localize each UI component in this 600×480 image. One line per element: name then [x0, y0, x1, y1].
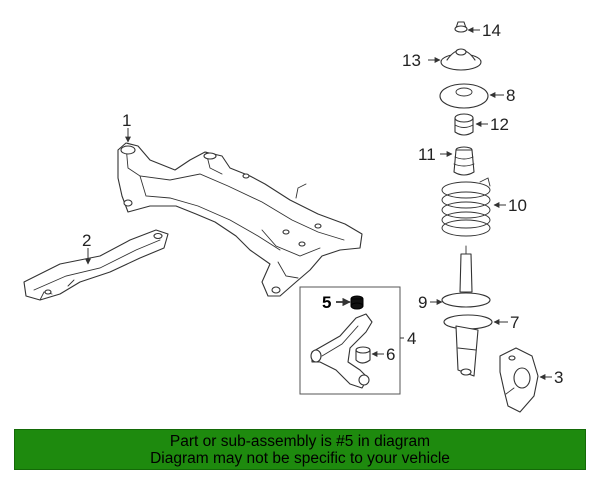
banner-line-1: Part or sub-assembly is #5 in diagram: [169, 433, 431, 450]
callout-1[interactable]: 1: [122, 111, 131, 130]
knuckle-part-3[interactable]: [499, 347, 539, 413]
callout-4[interactable]: 4: [407, 329, 416, 348]
callout-2[interactable]: 2: [82, 231, 91, 250]
callout-9[interactable]: 9: [418, 293, 427, 312]
coil-spring-part-10[interactable]: [441, 177, 491, 237]
bushing-part-5[interactable]: [350, 295, 364, 310]
callout-10[interactable]: 10: [508, 196, 527, 215]
callout-8[interactable]: 8: [506, 86, 515, 105]
bushing-part-6[interactable]: [355, 346, 371, 364]
dust-boot-part-11[interactable]: [453, 146, 475, 176]
spring-seat-part-8[interactable]: [439, 83, 489, 109]
strut-mount-part-13[interactable]: [440, 48, 482, 71]
nut-part-14[interactable]: [454, 21, 468, 33]
bracket-part[interactable]: [23, 229, 169, 301]
callout-13[interactable]: 13: [402, 51, 421, 70]
info-banner: Part or sub-assembly is #5 in diagram Di…: [14, 429, 586, 470]
callout-7[interactable]: 7: [510, 313, 519, 332]
bump-stop-part-12[interactable]: [454, 113, 474, 136]
strut-shaft-part-9[interactable]: [441, 245, 491, 308]
callout-6[interactable]: 6: [386, 345, 395, 364]
banner-line-2: Diagram may not be specific to your vehi…: [150, 450, 450, 467]
subframe-part[interactable]: [117, 142, 363, 297]
callout-11[interactable]: 11: [418, 145, 436, 164]
parts-diagram: 1 2 4 5 6 14: [23, 21, 563, 413]
callout-12[interactable]: 12: [490, 115, 509, 134]
callout-14[interactable]: 14: [482, 21, 501, 40]
callout-5[interactable]: 5: [322, 293, 331, 312]
lower-control-arm[interactable]: [310, 313, 373, 389]
callout-3[interactable]: 3: [554, 368, 563, 387]
strut-body-part-7[interactable]: [443, 314, 493, 377]
control-arm-assembly-box: [299, 286, 401, 395]
